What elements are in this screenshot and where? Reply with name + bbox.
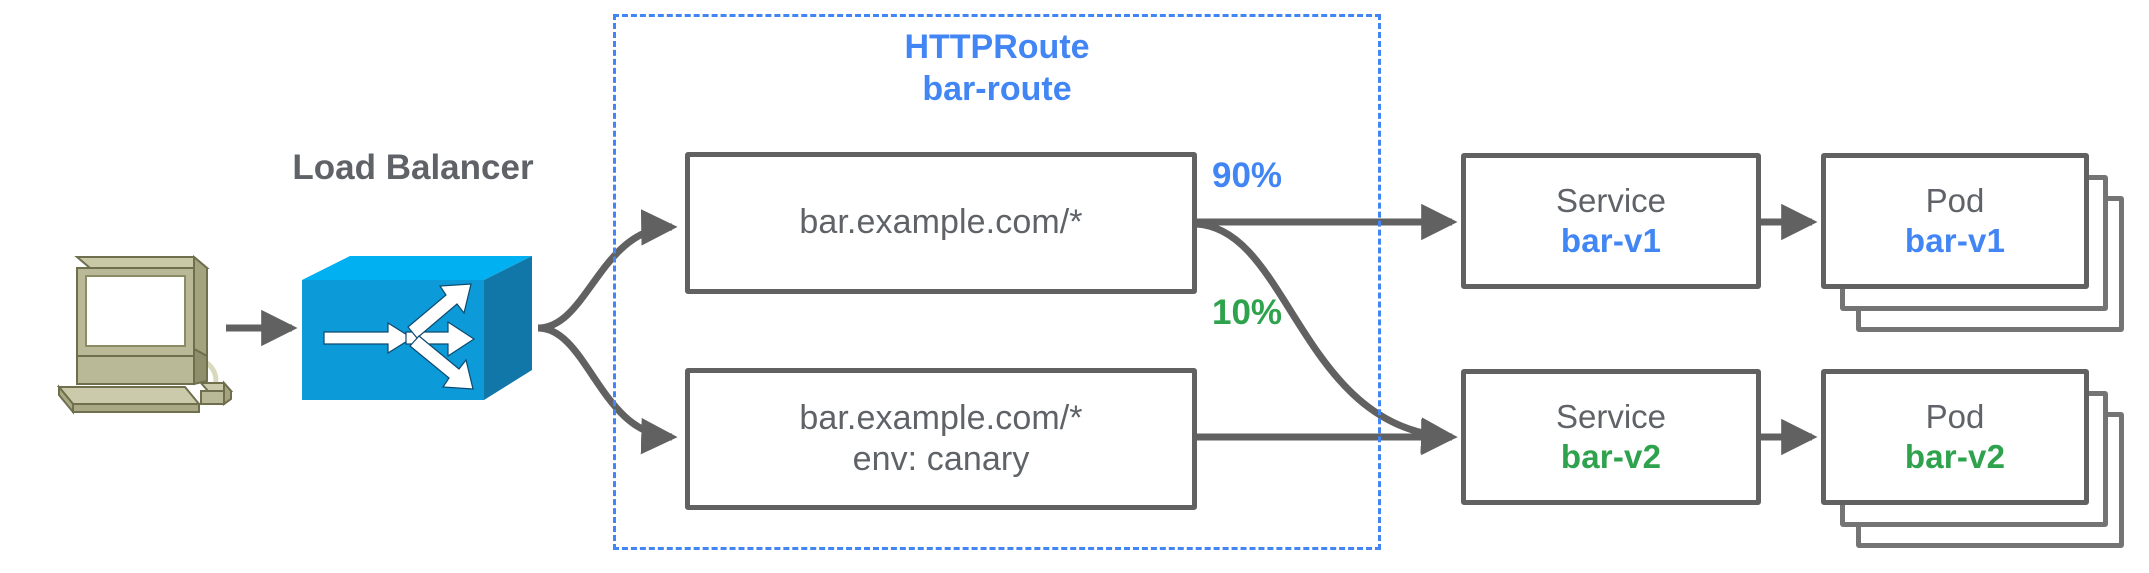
traffic-weight-10-label: 10% <box>1212 293 1283 332</box>
pod-box-bar-v1[interactable]: Pod bar-v1 <box>1821 153 2089 289</box>
pod-bar-v1-kind: Pod <box>1925 181 1985 219</box>
httproute-title: HTTPRoute bar-route <box>613 26 1381 110</box>
service-box-bar-v1[interactable]: Service bar-v1 <box>1461 153 1761 289</box>
traffic-weight-90-label: 90% <box>1212 156 1283 195</box>
service-bar-v1-kind: Service <box>1555 181 1667 219</box>
pod-bar-v1-name: bar-v1 <box>1904 222 2006 259</box>
service-box-bar-v2[interactable]: Service bar-v2 <box>1461 369 1761 505</box>
match-rule-2-header: env: canary <box>852 440 1030 478</box>
httproute-kind-label: HTTPRoute <box>904 28 1090 66</box>
match-rule-box-2[interactable]: bar.example.com/* env: canary <box>685 368 1197 510</box>
service-bar-v2-name: bar-v2 <box>1560 438 1662 475</box>
match-rule-box-1[interactable]: bar.example.com/* <box>685 152 1197 294</box>
pod-bar-v2-kind: Pod <box>1925 397 1985 435</box>
service-bar-v1-name: bar-v1 <box>1560 222 1662 259</box>
pod-bar-v2-name: bar-v2 <box>1904 438 2006 475</box>
desktop-computer-icon <box>56 254 234 415</box>
pod-box-bar-v2[interactable]: Pod bar-v2 <box>1821 369 2089 505</box>
httproute-name-label: bar-route <box>922 70 1072 109</box>
load-balancer-label: Load Balancer <box>292 148 534 187</box>
match-rule-1-hostname: bar.example.com/* <box>799 203 1083 242</box>
network-switch-icon <box>302 256 532 400</box>
service-bar-v2-kind: Service <box>1555 397 1667 435</box>
match-rule-2-hostname: bar.example.com/* <box>799 398 1083 437</box>
